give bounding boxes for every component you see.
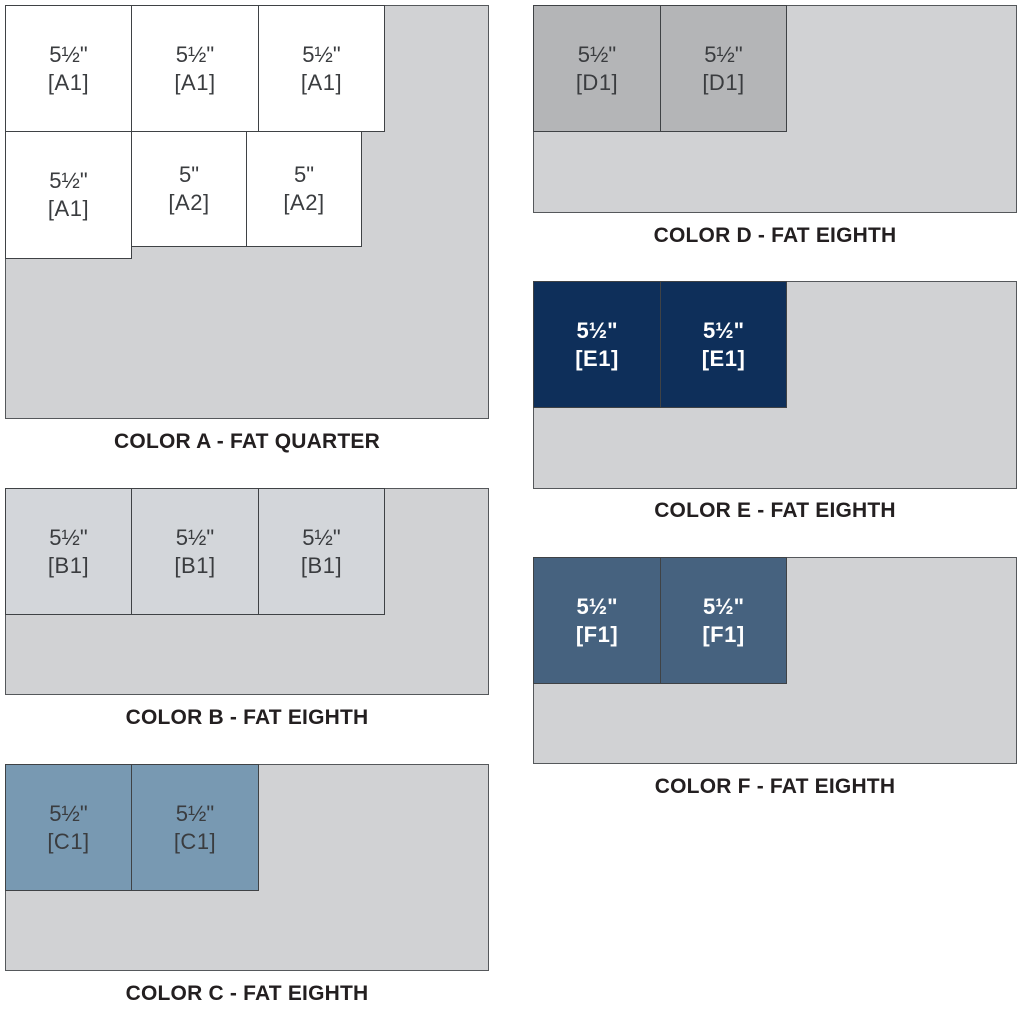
square-code: [A2]: [283, 190, 325, 215]
cut-square-d1: 5½" [D1]: [660, 5, 787, 132]
square-size: 5½": [49, 168, 88, 193]
panel-label-color-e: COLOR E - FAT EIGHTH: [654, 499, 896, 522]
square-code: [A1]: [47, 69, 90, 95]
square-size: 5½": [175, 524, 215, 550]
cut-square-f1: 5½" [F1]: [660, 557, 787, 684]
panel-label-color-a: COLOR A - FAT QUARTER: [114, 430, 380, 453]
cut-square-a2: 5" [A2]: [246, 131, 362, 247]
square-size: 5½": [175, 41, 215, 67]
cut-square-a2: 5" [A2]: [131, 131, 247, 247]
square-size: 5½": [577, 41, 617, 67]
square-size: 5½": [302, 41, 341, 67]
panel-label-color-d: COLOR D - FAT EIGHTH: [653, 224, 897, 247]
cut-square-a1: 5½" [A1]: [5, 131, 132, 259]
cut-square-b1: 5½" [B1]: [131, 488, 259, 615]
panel-label-color-b: COLOR B - FAT EIGHTH: [125, 706, 369, 729]
cut-square-d1: 5½" [D1]: [533, 5, 661, 132]
cut-square-e1: 5½" [E1]: [660, 281, 787, 408]
square-code: [B1]: [300, 552, 343, 578]
square-size: 5½": [576, 317, 618, 343]
panel-label-color-c: COLOR C - FAT EIGHTH: [125, 982, 369, 1005]
square-code: [F1]: [575, 621, 619, 647]
square-code: [A1]: [174, 69, 216, 95]
square-code: [E1]: [701, 345, 746, 371]
square-size: 5½": [175, 800, 215, 826]
square-size: 5½": [702, 593, 744, 619]
cut-square-c1: 5½" [C1]: [131, 764, 259, 891]
square-code: [A1]: [47, 196, 90, 221]
square-code: [D1]: [575, 69, 619, 95]
cut-square-e1: 5½" [E1]: [533, 281, 661, 408]
square-size: 5": [178, 162, 200, 187]
square-code: [C1]: [47, 828, 90, 854]
panel-label-color-f: COLOR F - FAT EIGHTH: [654, 775, 896, 798]
square-size: 5½": [576, 593, 618, 619]
cut-square-b1: 5½" [B1]: [5, 488, 132, 615]
square-code: [F1]: [702, 621, 745, 647]
square-size: 5½": [49, 524, 88, 550]
square-size: 5½": [49, 41, 88, 67]
square-size: 5½": [302, 524, 341, 550]
cut-square-c1: 5½" [C1]: [5, 764, 132, 891]
square-size: 5": [293, 162, 315, 187]
cut-square-a1: 5½" [A1]: [131, 5, 259, 132]
cut-square-b1: 5½" [B1]: [258, 488, 385, 615]
square-size: 5½": [702, 317, 744, 343]
square-code: [E1]: [575, 345, 619, 371]
square-code: [D1]: [702, 69, 745, 95]
square-code: [C1]: [173, 828, 217, 854]
square-code: [A2]: [168, 190, 210, 215]
cut-square-a1: 5½" [A1]: [258, 5, 385, 132]
cut-square-f1: 5½" [F1]: [533, 557, 661, 684]
cut-square-a1: 5½" [A1]: [5, 5, 132, 132]
square-code: [B1]: [174, 552, 216, 578]
square-size: 5½": [704, 41, 743, 67]
square-code: [B1]: [47, 552, 90, 578]
square-size: 5½": [49, 800, 88, 826]
square-code: [A1]: [300, 69, 343, 95]
